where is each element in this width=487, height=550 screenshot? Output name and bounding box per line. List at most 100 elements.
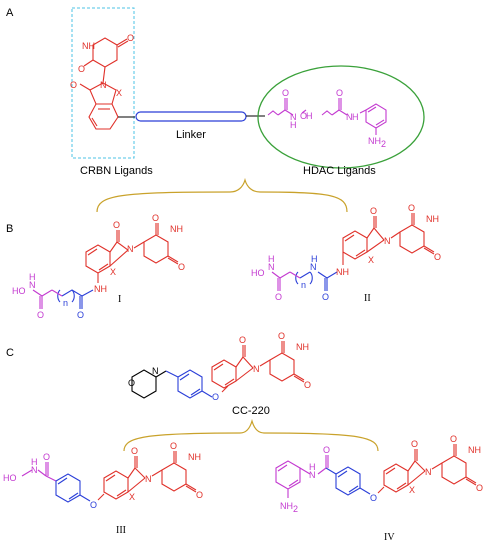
- i-h-pink: H: [29, 272, 36, 282]
- ii-n-pink: N: [268, 262, 275, 272]
- iii-ho: HO: [3, 473, 17, 483]
- crbn-ligands-label: CRBN Ligands: [80, 165, 153, 177]
- iii-o-top: O: [131, 446, 138, 456]
- compound-ii-structure: [271, 213, 435, 291]
- compound-i-structure: [32, 223, 179, 309]
- ii-n-blue: N: [310, 262, 317, 272]
- cc220-label: CC-220: [232, 405, 270, 417]
- crbn-o-isoind: O: [70, 80, 77, 90]
- iv-o-ether: O: [370, 493, 377, 503]
- iii-x: X: [129, 492, 135, 502]
- crbn-o-left: O: [78, 64, 85, 74]
- iv-o-top2: O: [450, 434, 457, 444]
- crbn-o-top: O: [127, 33, 134, 43]
- ii-o-top2: O: [408, 203, 415, 213]
- ii-n: N: [384, 236, 391, 246]
- cc220-n: N: [253, 364, 260, 374]
- ii-n-sub: n: [301, 280, 306, 290]
- cc220-o-right: O: [304, 380, 311, 390]
- i-ho: HO: [12, 286, 26, 296]
- ii-o-blue: O: [322, 292, 329, 302]
- cc220-o-ether: O: [212, 392, 219, 402]
- compound-iii-structure: [21, 451, 197, 503]
- i-n: N: [127, 244, 134, 254]
- i-o-top2: O: [152, 213, 159, 223]
- iv-n-red: N: [425, 467, 432, 477]
- i-o-right: O: [178, 262, 185, 272]
- iv-nh2: NH: [280, 501, 293, 511]
- i-x: X: [110, 267, 116, 277]
- cc220-o-top2: O: [278, 331, 285, 341]
- iii-o-top2: O: [170, 441, 177, 451]
- cc220-o-morph: O: [128, 378, 135, 388]
- iii-o-pink: O: [43, 452, 50, 462]
- hdac1-oh-h: H: [306, 111, 313, 121]
- ii-h-blue: H: [311, 254, 318, 264]
- hdac-ligands-label: HDAC Ligands: [303, 165, 376, 177]
- iii-h: H: [31, 457, 38, 467]
- i-nh: NH: [170, 224, 183, 234]
- iv-n: N: [309, 470, 316, 480]
- iv-o-top: O: [411, 439, 418, 449]
- crbn-nh: NH: [82, 41, 95, 51]
- crbn-n: N: [100, 80, 107, 90]
- i-o-blue: O: [77, 310, 84, 320]
- cc220-structure: [131, 341, 305, 399]
- iii-nh: NH: [188, 452, 201, 462]
- iii-n-red: N: [145, 474, 152, 484]
- i-n-pink: N: [29, 280, 36, 290]
- ii-nh-link: NH: [336, 267, 349, 277]
- ii-ho: HO: [251, 268, 265, 278]
- crbn-ligand-structure: [79, 37, 135, 130]
- iv-nh: NH: [468, 445, 481, 455]
- ii-nh: NH: [426, 214, 439, 224]
- compound-iv-label: IV: [384, 532, 395, 543]
- bracket-a: [96, 177, 348, 213]
- ii-x: X: [368, 255, 374, 265]
- ii-o-right: O: [434, 252, 441, 262]
- linker-label: Linker: [176, 129, 206, 141]
- hdac1-n: N: [290, 112, 297, 122]
- cc220-nh: NH: [296, 342, 309, 352]
- iv-nh2-sub: 2: [293, 504, 298, 514]
- iv-o-pink: O: [323, 445, 330, 455]
- i-o-top: O: [113, 220, 120, 230]
- ii-o-pink: O: [275, 292, 282, 302]
- hdac1-o: O: [282, 88, 289, 98]
- iv-o-right: O: [476, 483, 483, 493]
- hdac2-h: H: [352, 112, 359, 122]
- linker-capsule: [135, 111, 247, 122]
- i-n-sub: n: [63, 298, 68, 308]
- iv-x: X: [409, 485, 415, 495]
- crbn-guide-box: [71, 7, 135, 159]
- hdac2-nh2-sub: 2: [381, 139, 386, 149]
- compound-iii-label: III: [116, 525, 126, 536]
- compound-iv-structure: [275, 444, 477, 498]
- hdac-circle: [257, 65, 425, 169]
- ii-o-top: O: [370, 206, 377, 216]
- hdac-ligand-structure: [267, 98, 387, 135]
- iii-o-right: O: [196, 490, 203, 500]
- hdac2-o: O: [336, 88, 343, 98]
- iii-o-ether: O: [90, 500, 97, 510]
- cc220-n-morph: N: [152, 366, 159, 376]
- hdac1-oh: O: [300, 111, 307, 121]
- i-o-pink: O: [37, 310, 44, 320]
- crbn-x: X: [116, 88, 122, 98]
- ii-h-pink: H: [268, 254, 275, 264]
- hdac2-n: N: [346, 112, 353, 122]
- i-nh-link: NH: [94, 284, 107, 294]
- section-label-a: A: [6, 7, 14, 19]
- section-label-c: C: [6, 347, 14, 359]
- hdac2-nh2: NH: [368, 136, 381, 146]
- compound-i-label: I: [118, 294, 121, 305]
- bracket-c: [123, 418, 379, 452]
- iv-h: H: [309, 462, 316, 472]
- cc220-o-top: O: [239, 335, 246, 345]
- iii-n: N: [31, 465, 38, 475]
- section-label-b: B: [6, 223, 13, 235]
- hdac1-h: H: [290, 120, 297, 130]
- compound-ii-label: II: [364, 293, 371, 304]
